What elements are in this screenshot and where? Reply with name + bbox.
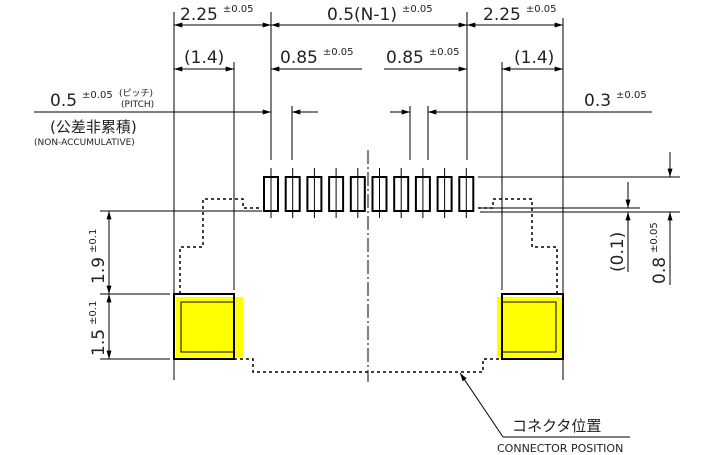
dim-pitch: 0.5±0.05 [50, 90, 113, 111]
dim-pad-width: 0.3±0.05 [584, 90, 647, 111]
dim-pad-length: 0.8±0.05 [649, 222, 670, 284]
dim-span: 0.5(N-1)±0.05 [327, 4, 433, 25]
non-accum-jp: (公差非累積) [50, 118, 137, 136]
mount-pad-left [173, 293, 243, 360]
pitch-jp: (ピッチ) [119, 88, 153, 99]
dim-right-ref: (1.4) [514, 48, 554, 68]
connector-position-leader [459, 372, 630, 438]
signal-pads [263, 168, 475, 218]
dim-offset-ref: (0.1) [608, 232, 628, 272]
callout-jp: コネクタ位置 [512, 417, 601, 435]
dim-height-upper: 1.9±0.1 [88, 229, 109, 284]
pitch-en: (PITCH) [121, 100, 154, 110]
dim-left-width: 2.25±0.05 [180, 4, 254, 25]
callout-en: CONNECTOR POSITION [497, 442, 623, 455]
non-accum-en: (NON-ACCUMULATIVE) [34, 138, 135, 148]
dim-left-ref: (1.4) [184, 48, 224, 68]
dimension-lines [34, 22, 673, 359]
dim-left-gap: 0.85±0.05 [280, 47, 354, 68]
extension-lines [100, 12, 680, 380]
dim-right-gap: 0.85±0.05 [386, 47, 460, 68]
mount-pad-right [497, 293, 564, 360]
dim-height-lower: 1.5±0.1 [88, 301, 109, 356]
dim-right-width: 2.25±0.05 [483, 4, 557, 25]
